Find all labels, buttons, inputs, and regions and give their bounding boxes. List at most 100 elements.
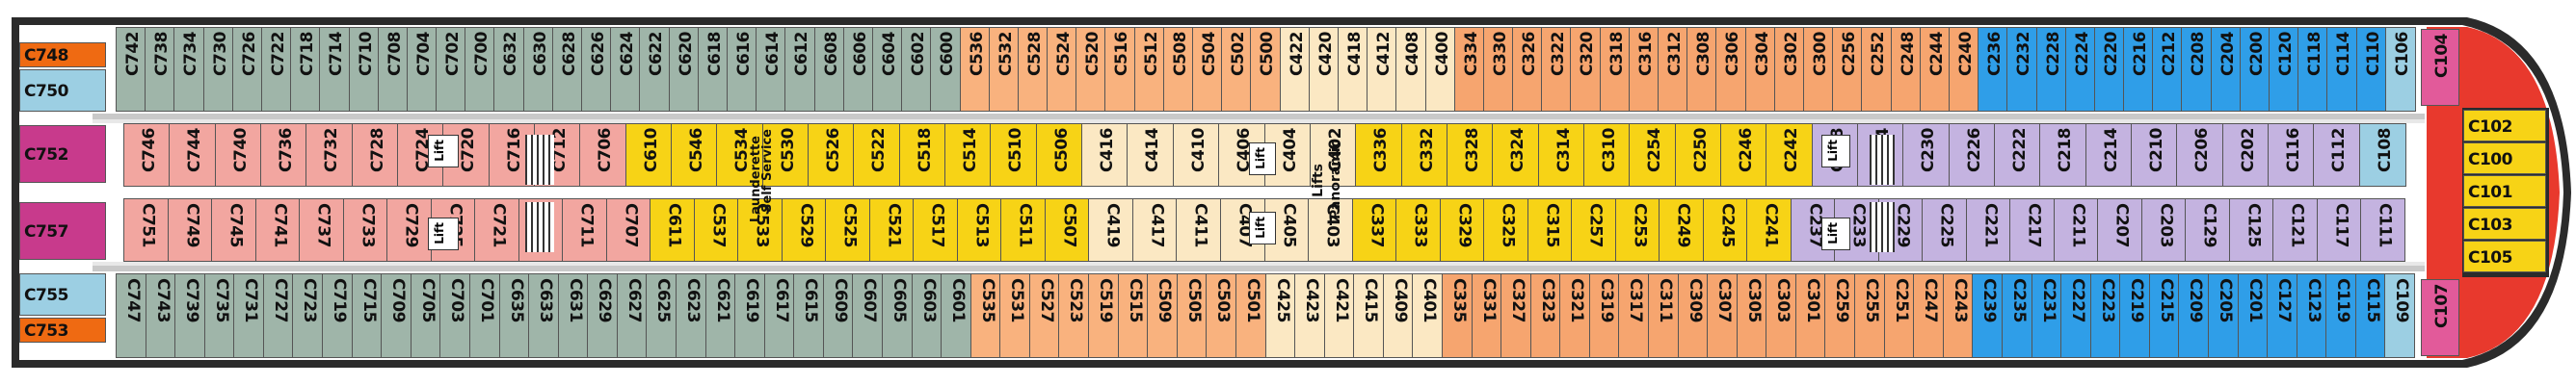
cabin-c617[interactable]: C617	[764, 273, 795, 358]
cabin-c719[interactable]: C719	[322, 273, 353, 358]
cabin-c252[interactable]: C252	[1861, 27, 1892, 112]
cabin-c337[interactable]: C337	[1352, 198, 1397, 262]
cabin-c602[interactable]: C602	[901, 27, 932, 112]
cabin-c107[interactable]: C107	[2421, 279, 2459, 356]
cabin-c249[interactable]: C249	[1659, 198, 1704, 262]
cabin-c257[interactable]: C257	[1571, 198, 1616, 262]
cabin-c219[interactable]: C219	[2119, 273, 2150, 358]
cabin-c310[interactable]: C310	[1583, 123, 1631, 187]
cabin-c508[interactable]: C508	[1163, 27, 1194, 112]
cabin-c615[interactable]: C615	[793, 273, 824, 358]
cabin-c741[interactable]: C741	[255, 198, 301, 262]
cabin-c209[interactable]: C209	[2178, 273, 2209, 358]
cabin-c316[interactable]: C316	[1629, 27, 1660, 112]
cabin-c705[interactable]: C705	[411, 273, 441, 358]
cabin-c425[interactable]: C425	[1265, 273, 1296, 358]
cabin-c731[interactable]: C731	[233, 273, 264, 358]
cabin-c628[interactable]: C628	[552, 27, 583, 112]
cabin-c746[interactable]: C746	[123, 123, 171, 187]
cabin-c110[interactable]: C110	[2356, 27, 2387, 112]
cabin-c335[interactable]: C335	[1442, 273, 1473, 358]
cabin-c715[interactable]: C715	[352, 273, 383, 358]
cabin-c608[interactable]: C608	[814, 27, 845, 112]
cabin-c212[interactable]: C212	[2152, 27, 2183, 112]
cabin-c129[interactable]: C129	[2185, 198, 2230, 262]
cabin-c119[interactable]: C119	[2325, 273, 2356, 358]
cabin-c246[interactable]: C246	[1720, 123, 1767, 187]
cabin-c215[interactable]: C215	[2149, 273, 2180, 358]
cabin-c609[interactable]: C609	[823, 273, 854, 358]
cabin-c537[interactable]: C537	[694, 198, 739, 262]
cabin-c415[interactable]: C415	[1353, 273, 1384, 358]
cabin-c331[interactable]: C331	[1472, 273, 1502, 358]
cabin-c329[interactable]: C329	[1440, 198, 1485, 262]
cabin-c123[interactable]: C123	[2297, 273, 2327, 358]
cabin-c727[interactable]: C727	[263, 273, 294, 358]
cabin-c603[interactable]: C603	[912, 273, 943, 358]
cabin-c504[interactable]: C504	[1192, 27, 1223, 112]
cabin-c312[interactable]: C312	[1658, 27, 1688, 112]
cabin-c221[interactable]: C221	[1966, 198, 2011, 262]
cabin-c224[interactable]: C224	[2065, 27, 2096, 112]
cabin-c115[interactable]: C115	[2355, 273, 2386, 358]
cabin-c247[interactable]: C247	[1913, 273, 1944, 358]
cabin-c502[interactable]: C502	[1221, 27, 1252, 112]
cabin-c408[interactable]: C408	[1395, 27, 1426, 112]
cabin-c710[interactable]: C710	[349, 27, 380, 112]
cabin-c739[interactable]: C739	[174, 273, 205, 358]
cabin-c744[interactable]: C744	[169, 123, 216, 187]
cabin-c400[interactable]: C400	[1425, 27, 1456, 112]
cabin-c211[interactable]: C211	[2054, 198, 2099, 262]
cabin-c236[interactable]: C236	[1978, 27, 2008, 112]
cabin-c518[interactable]: C518	[899, 123, 946, 187]
cabin-c631[interactable]: C631	[558, 273, 589, 358]
cabin-c404[interactable]: C404	[1264, 123, 1312, 187]
cabin-c750[interactable]: C750	[19, 69, 106, 112]
cabin-c416[interactable]: C416	[1081, 123, 1129, 187]
cabin-c242[interactable]: C242	[1766, 123, 1813, 187]
cabin-c623[interactable]: C623	[676, 273, 706, 358]
cabin-c225[interactable]: C225	[1922, 198, 1967, 262]
cabin-c700[interactable]: C700	[465, 27, 495, 112]
cabin-c528[interactable]: C528	[1018, 27, 1049, 112]
cabin-c218[interactable]: C218	[2039, 123, 2086, 187]
cabin-c506[interactable]: C506	[1036, 123, 1083, 187]
cabin-c718[interactable]: C718	[290, 27, 321, 112]
cabin-c421[interactable]: C421	[1324, 273, 1355, 358]
cabin-c304[interactable]: C304	[1745, 27, 1776, 112]
cabin-c702[interactable]: C702	[436, 27, 466, 112]
cabin-c227[interactable]: C227	[2060, 273, 2091, 358]
cabin-c239[interactable]: C239	[1972, 273, 2003, 358]
cabin-c546[interactable]: C546	[671, 123, 718, 187]
cabin-c114[interactable]: C114	[2326, 27, 2357, 112]
cabin-c624[interactable]: C624	[610, 27, 641, 112]
cabin-c722[interactable]: C722	[261, 27, 292, 112]
cabin-c409[interactable]: C409	[1383, 273, 1414, 358]
cabin-c711[interactable]: C711	[562, 198, 607, 262]
cabin-c244[interactable]: C244	[1920, 27, 1951, 112]
cabin-c112[interactable]: C112	[2313, 123, 2360, 187]
cabin-c318[interactable]: C318	[1600, 27, 1631, 112]
cabin-c728[interactable]: C728	[352, 123, 399, 187]
cabin-c507[interactable]: C507	[1045, 198, 1090, 262]
cabin-c103[interactable]: C103	[2463, 208, 2546, 240]
cabin-c616[interactable]: C616	[727, 27, 757, 112]
cabin-c610[interactable]: C610	[625, 123, 673, 187]
cabin-c245[interactable]: C245	[1703, 198, 1748, 262]
cabin-c100[interactable]: C100	[2463, 142, 2546, 174]
cabin-c521[interactable]: C521	[869, 198, 915, 262]
cabin-c735[interactable]: C735	[204, 273, 235, 358]
cabin-c614[interactable]: C614	[756, 27, 786, 112]
cabin-c611[interactable]: C611	[650, 198, 695, 262]
cabin-c321[interactable]: C321	[1559, 273, 1590, 358]
cabin-c729[interactable]: C729	[386, 198, 432, 262]
cabin-c303[interactable]: C303	[1766, 273, 1796, 358]
cabin-c742[interactable]: C742	[116, 27, 146, 112]
cabin-c251[interactable]: C251	[1884, 273, 1915, 358]
cabin-c401[interactable]: C401	[1412, 273, 1443, 358]
cabin-c622[interactable]: C622	[639, 27, 670, 112]
cabin-c619[interactable]: C619	[734, 273, 765, 358]
cabin-c322[interactable]: C322	[1541, 27, 1572, 112]
cabin-c101[interactable]: C101	[2463, 175, 2546, 207]
cabin-c723[interactable]: C723	[292, 273, 323, 358]
